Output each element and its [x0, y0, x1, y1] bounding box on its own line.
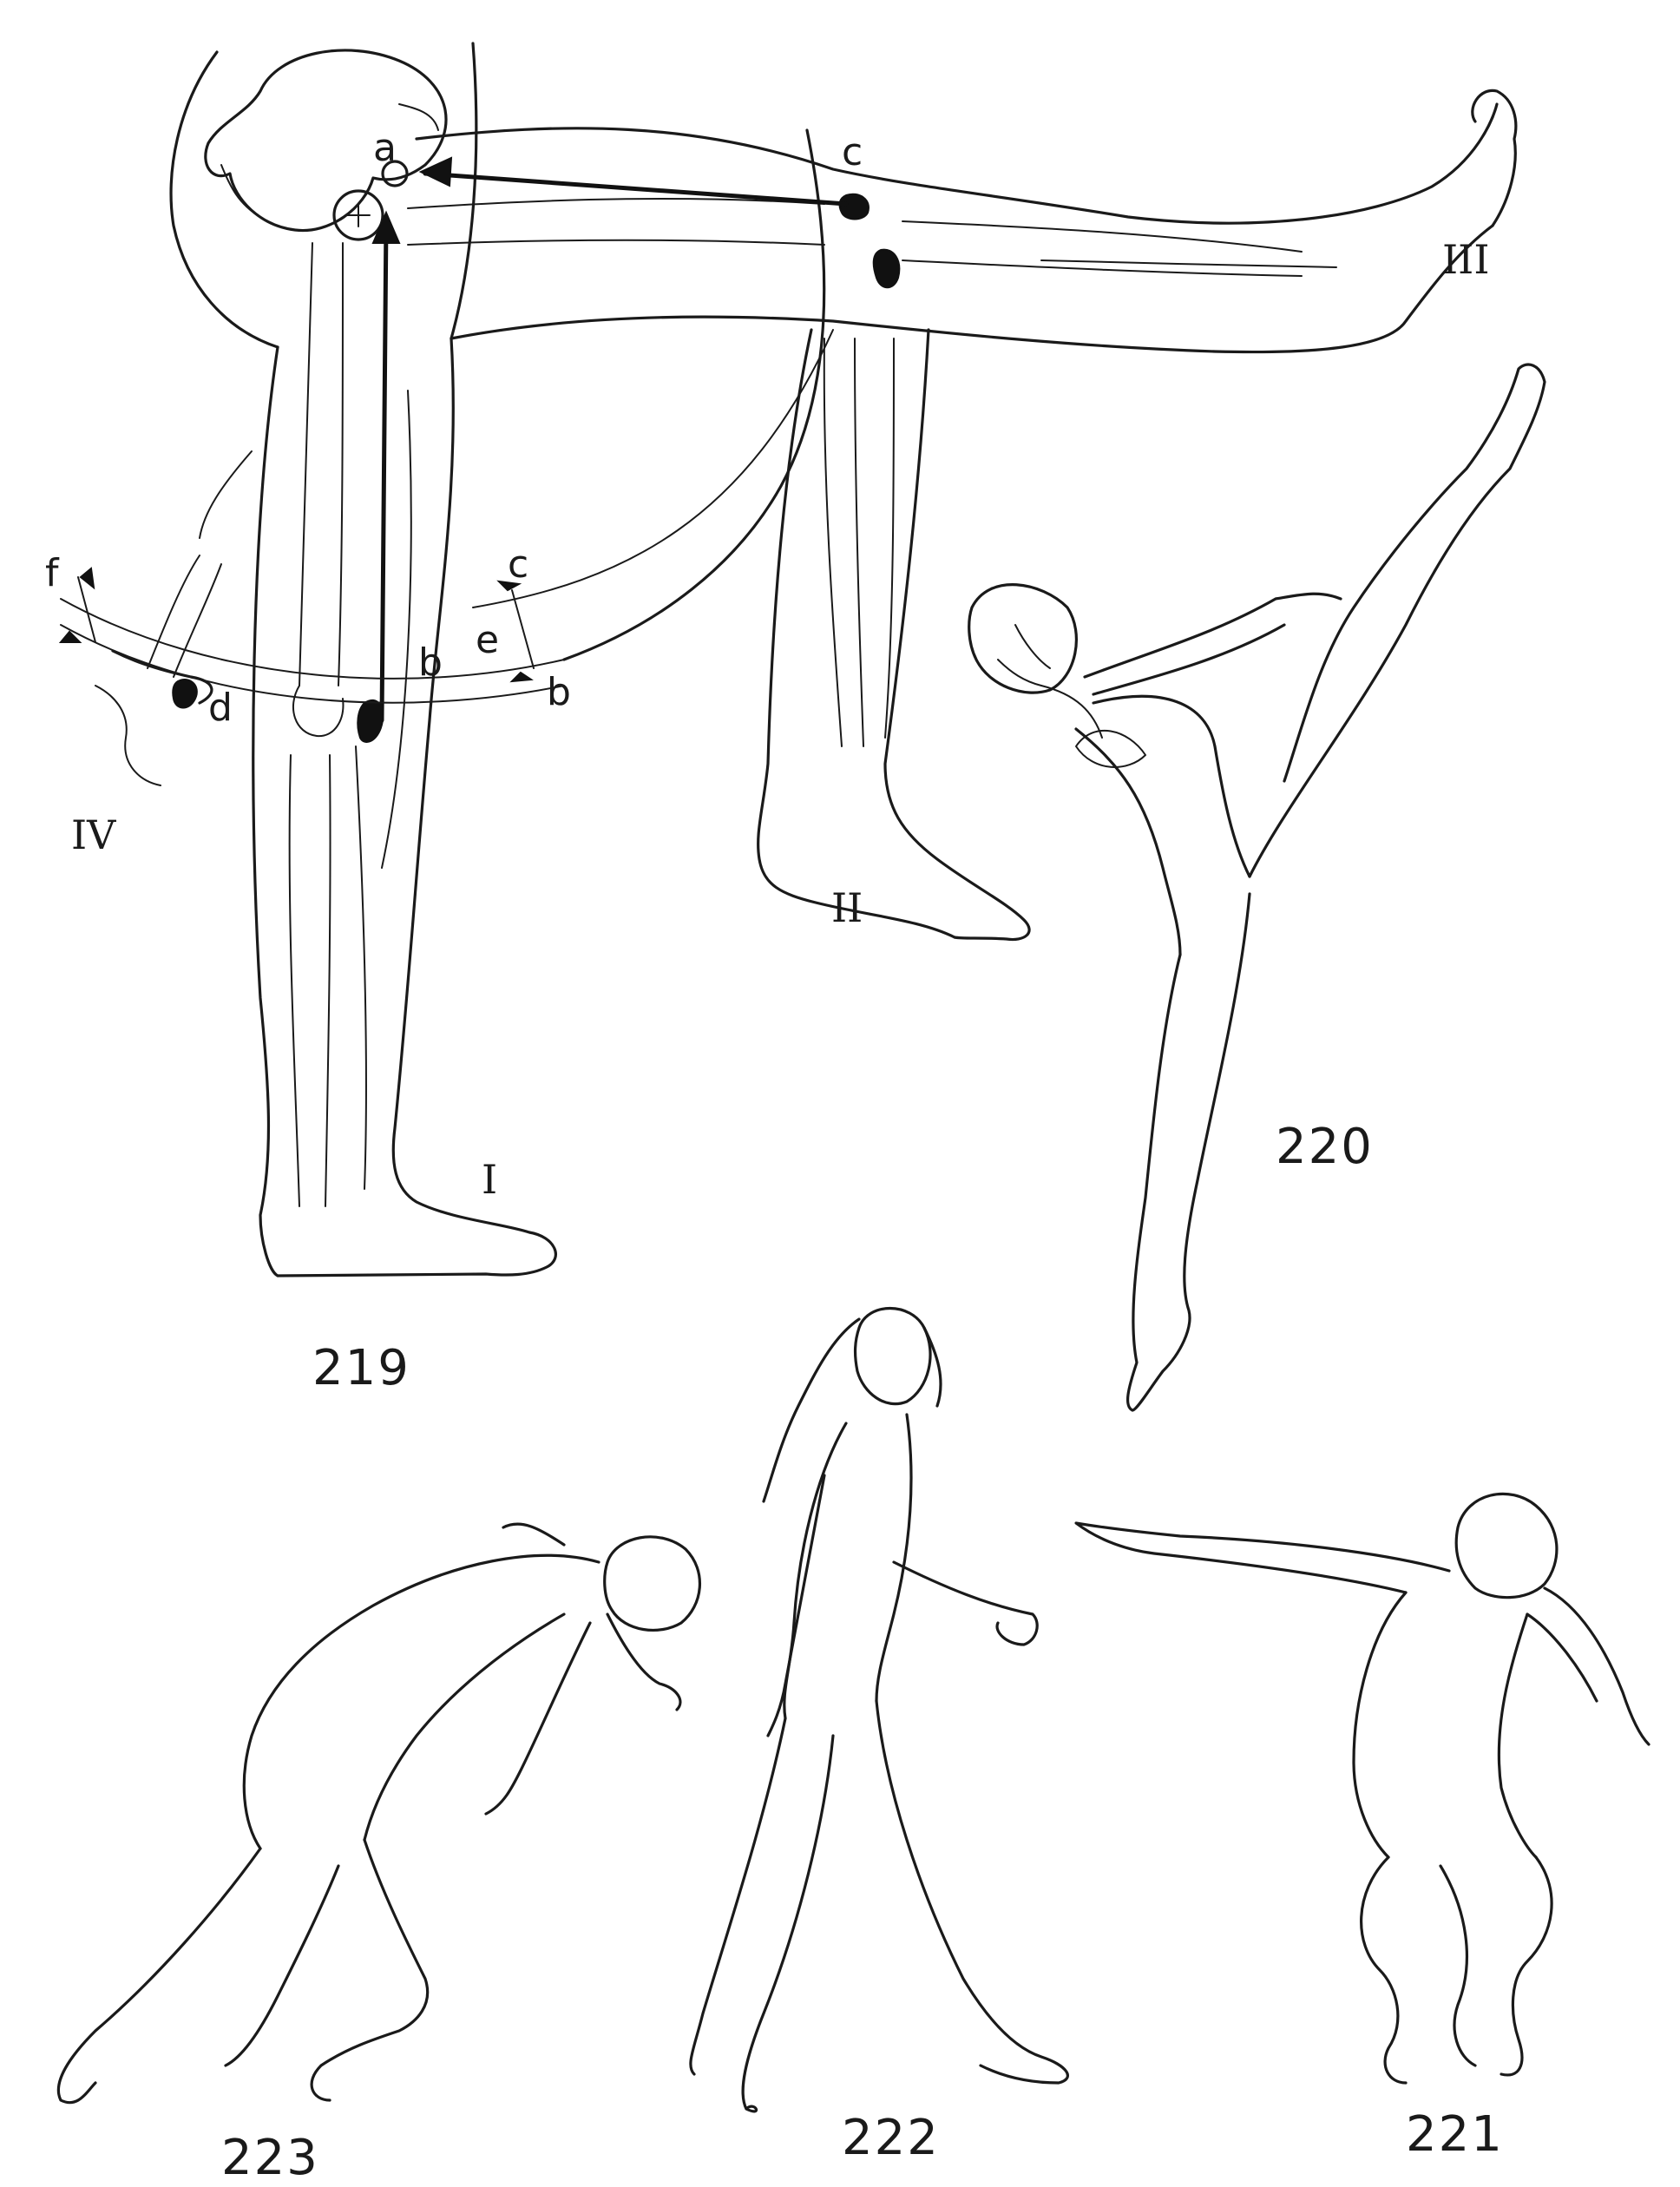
figure-number-222: 222: [842, 2110, 940, 2166]
head-221: [1454, 1492, 1559, 1599]
tibia-I: [288, 754, 331, 1207]
head-222: [853, 1307, 932, 1406]
arm-222: [766, 1474, 1039, 1737]
head-220: [968, 583, 1078, 694]
arm-right-221: [1526, 1586, 1650, 1746]
figure-222-walk: [689, 1307, 1069, 2113]
body-contour: [562, 128, 826, 661]
letter-b-arc: b: [418, 640, 443, 685]
figure-number-221: 221: [1406, 2106, 1504, 2163]
position-III-label: III: [1442, 236, 1490, 283]
leg-IV-sketch: [111, 649, 213, 705]
raised-leg-220: [1248, 363, 1546, 878]
fibula-II: [884, 338, 895, 739]
legs-221: [1360, 1855, 1553, 2085]
position-II-label: II: [831, 884, 863, 931]
position-IV-label: IV: [71, 811, 116, 858]
arrow-head-vertical: [371, 210, 401, 244]
position-I-label: I: [482, 1156, 497, 1203]
kneecap-IV-mark: [172, 679, 198, 709]
figure-223-crouch: [56, 1522, 702, 2105]
arc-upper: [472, 329, 834, 608]
leg-I-outline-back: [252, 345, 279, 1277]
back-223: [242, 1553, 600, 1850]
standing-leg-220: [1125, 892, 1251, 1412]
kneecap-II-mark: [838, 193, 870, 220]
arm-left-221: [1074, 1521, 1451, 1594]
femur-I: [299, 242, 344, 686]
torso-223: [363, 1612, 566, 1842]
legs-223: [56, 1838, 430, 2105]
head-223: [603, 1535, 702, 1632]
arc-inner: [60, 624, 565, 704]
foot-III: [1471, 89, 1518, 227]
fibula-I: [355, 745, 367, 1190]
arrow-line-knee: [423, 171, 849, 207]
back-line: [450, 42, 478, 340]
patella-I: [292, 685, 345, 738]
leg-III-top: [415, 102, 1499, 225]
arc-outer: [60, 598, 565, 680]
leg-I-outline-front: [276, 337, 557, 1277]
figure-number-223: 223: [221, 2130, 319, 2186]
hip-outline: [169, 50, 279, 349]
figure-219-leg-diagram: [58, 42, 1518, 1277]
legs-222: [689, 1699, 1069, 2113]
femoral-head: [332, 189, 384, 241]
leg-II-outline-front: [883, 328, 1031, 942]
hair-222: [762, 1317, 942, 1503]
leg-III-bottom: [450, 224, 1494, 354]
hip-joint-a: [381, 160, 409, 187]
tibia-III: [902, 220, 1303, 277]
letter-e: e: [476, 618, 499, 662]
arrow-line-vertical: [379, 219, 389, 723]
pelvis-bone: [204, 49, 448, 233]
letter-f: f: [45, 551, 60, 595]
arm-223: [484, 1522, 682, 1816]
leg-II-outline-back: [757, 328, 956, 939]
figure-221-jump: [1074, 1492, 1650, 2085]
letter-a: a: [373, 126, 397, 170]
torso-220: [1074, 694, 1251, 956]
letter-c-knee: c: [842, 130, 863, 174]
letter-b-mark: b: [547, 670, 571, 714]
figure-number-219: 219: [312, 1340, 410, 1396]
tibia-II: [823, 338, 864, 747]
figure-220-leap: [968, 363, 1546, 1412]
knee-marker-b: [357, 699, 384, 743]
kneecap-III-mark: [872, 248, 901, 289]
arm-220: [1083, 592, 1342, 696]
figure-number-220: 220: [1276, 1119, 1374, 1175]
letter-d: d: [208, 686, 233, 730]
torso-221: [1352, 1591, 1538, 1859]
femur-III: [407, 197, 825, 246]
arrow-head-knee: [418, 156, 453, 187]
torso-222: [783, 1413, 913, 1720]
letter-c-arc: c: [508, 542, 528, 587]
